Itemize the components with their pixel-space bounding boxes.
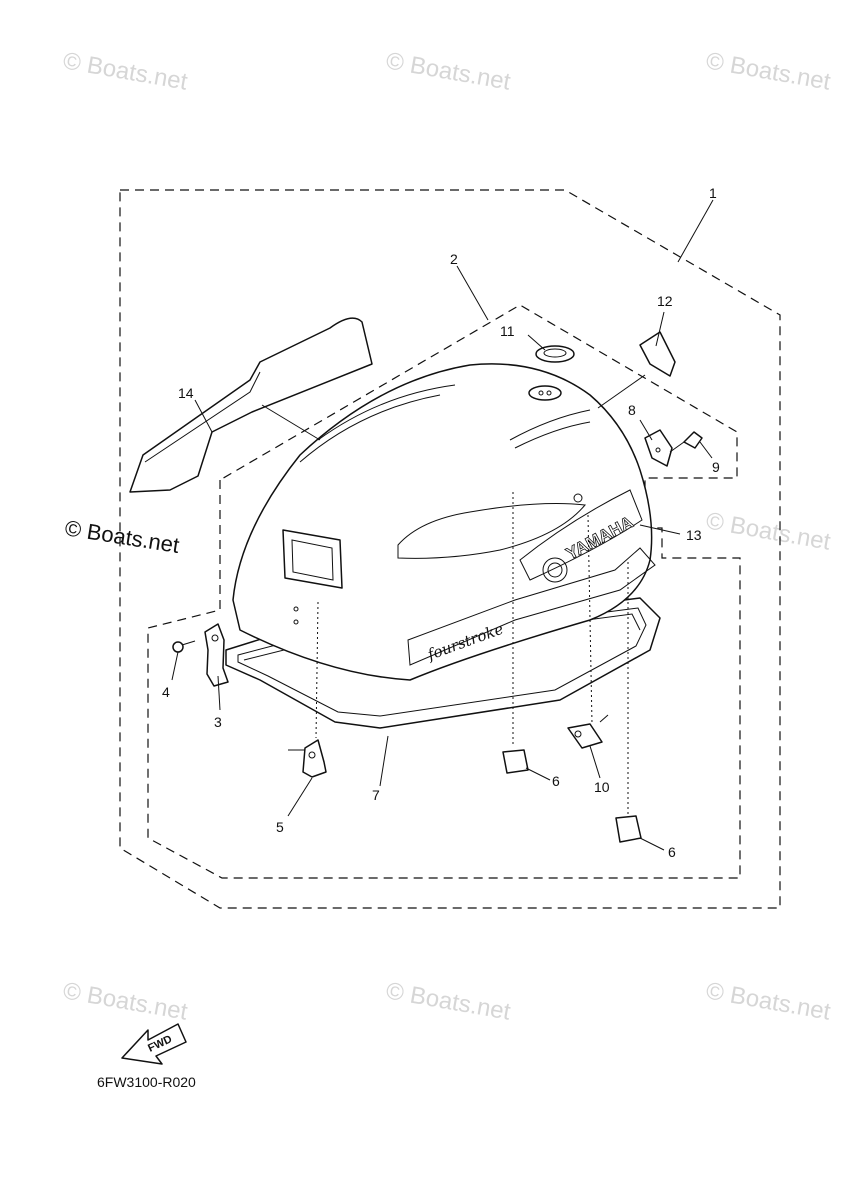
part-11-grommet (528, 345, 575, 401)
watermark-side: © Boats.net (63, 515, 181, 558)
watermark-top-left: © Boats.net (61, 47, 190, 95)
callout-3: 3 (214, 714, 222, 730)
watermark-bottom-center: © Boats.net (384, 977, 513, 1025)
callout-8: 8 (628, 402, 636, 418)
callouts: 1 2 3 4 5 6 6 7 8 9 10 11 12 13 14 (162, 185, 720, 860)
callout-13: 13 (686, 527, 702, 543)
callout-6-upper: 6 (552, 773, 560, 789)
hidden-lines (315, 492, 629, 816)
callout-11: 11 (500, 323, 515, 339)
callout-1: 1 (709, 185, 717, 201)
callout-7: 7 (372, 787, 380, 803)
callout-4: 4 (162, 684, 170, 700)
part-12-plate (639, 331, 676, 377)
callout-12: 12 (657, 293, 673, 309)
callout-6-lower: 6 (668, 844, 676, 860)
part-4-rivet (172, 640, 196, 653)
callout-2: 2 (450, 251, 458, 267)
part-14-sheet (129, 317, 373, 493)
part-6-cap-b (615, 815, 642, 843)
leader-lines (171, 199, 714, 851)
assembly-boundary-inner (147, 304, 741, 879)
watermark-bottom-right: © Boats.net (704, 977, 833, 1025)
part-10-clip (567, 723, 603, 749)
callout-10: 10 (594, 779, 610, 795)
part-5-latch (302, 739, 327, 778)
callout-9: 9 (712, 459, 720, 475)
callout-14: 14 (178, 385, 194, 401)
watermark-top-center: © Boats.net (384, 47, 513, 95)
watermark-mid-right: © Boats.net (704, 507, 833, 555)
part-3-hook (204, 623, 229, 687)
diagram-code: 6FW3100-R020 (97, 1074, 196, 1090)
watermark-top-right: © Boats.net (704, 47, 833, 95)
part-6-cap-a (502, 749, 529, 774)
fwd-arrow: FWD (121, 1023, 187, 1065)
watermark-bottom-left: © Boats.net (61, 977, 190, 1025)
callout-5: 5 (276, 819, 284, 835)
part-2-cowling: YAMAHA fourstroke (232, 363, 656, 681)
part-9-bolt (669, 431, 703, 453)
